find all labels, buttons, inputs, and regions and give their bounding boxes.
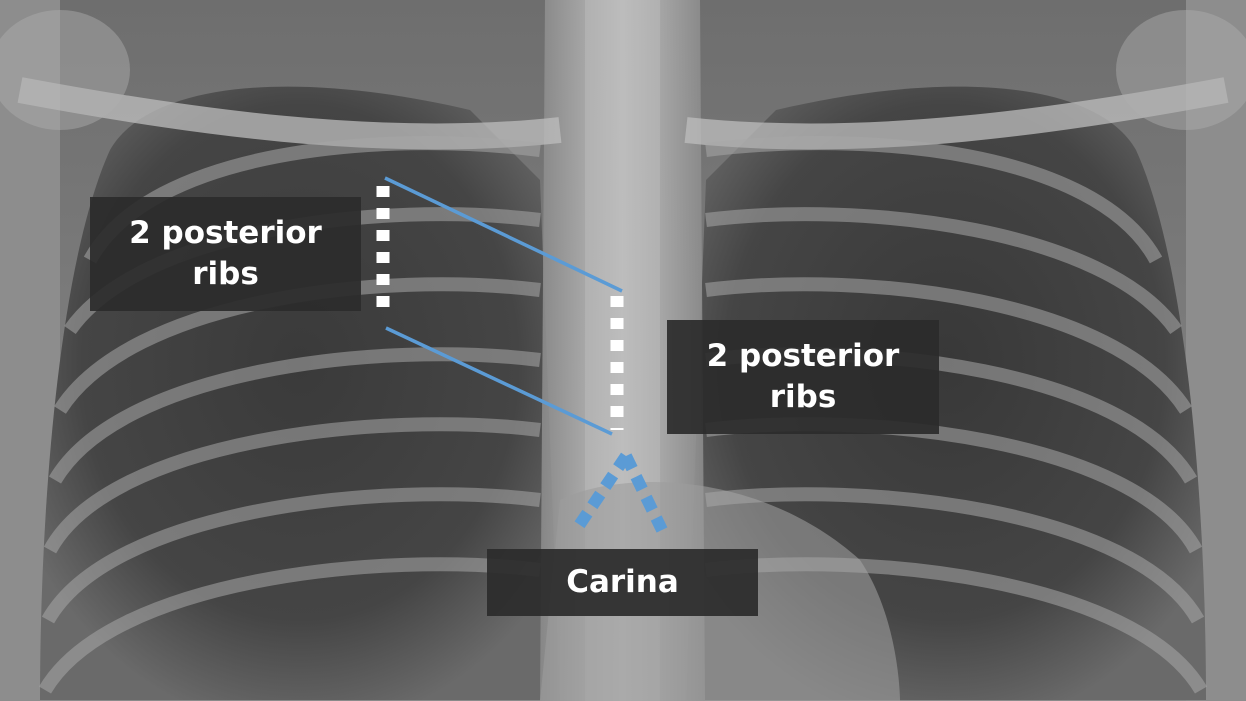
carina-right-bronchus-marker [620, 453, 668, 533]
right-ribs-label-text: 2 posterior ribs [706, 338, 900, 415]
left-ribs-label: 2 posterior ribs [90, 197, 361, 311]
left-ribs-label-text: 2 posterior ribs [129, 215, 322, 292]
carina-left-bronchus-marker [571, 452, 631, 534]
upper-rib-line [384, 176, 623, 293]
carina-label: Carina [487, 549, 758, 616]
right-ribs-label: 2 posterior ribs [667, 320, 939, 434]
lower-rib-line [385, 326, 613, 436]
carina-label-text: Carina [566, 564, 679, 600]
